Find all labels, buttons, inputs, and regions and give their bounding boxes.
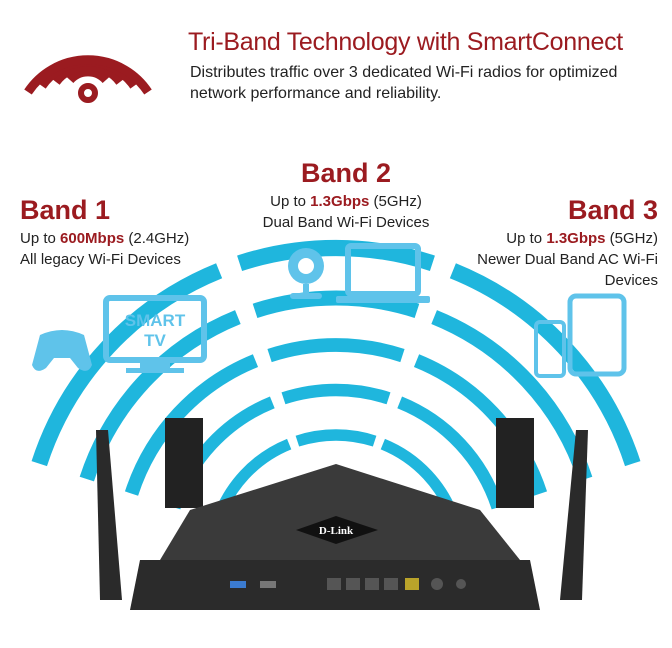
signal-arc	[449, 263, 641, 467]
band-devices: Dual Band Wi-Fi Devices	[262, 214, 430, 231]
signal-arc	[124, 354, 259, 496]
band-title: Band 2	[300, 158, 392, 188]
band-devices: Newer Dual Band AC Wi-Fi Devices	[477, 251, 658, 289]
page-title: Tri-Band Technology with SmartConnect	[188, 28, 623, 56]
svg-text:TV: TV	[144, 331, 166, 350]
band-1-info: Band 1 Up to 600Mbps (2.4GHz)All legacy …	[20, 195, 190, 268]
laptop-icon	[336, 243, 430, 303]
router-brand-logo: D-Link	[319, 525, 354, 537]
signal-arc	[295, 429, 377, 447]
page-description: Distributes traffic over 3 dedicated Wi-…	[190, 64, 618, 102]
webcam-icon	[288, 248, 324, 299]
band-speed: 600Mbps	[60, 230, 125, 247]
signal-arc	[397, 396, 504, 510]
band-2-info: Band 2 Up to 1.3Gbps (5GHz)Dual Band Wi-…	[236, 158, 456, 233]
band-speed: 1.3Gbps	[310, 193, 370, 210]
signal-arc	[281, 383, 391, 405]
phone-icon	[534, 320, 566, 378]
smart-tv-icon: SMART TV	[103, 295, 207, 373]
wifi-signal-icon	[24, 55, 152, 103]
gamepad-icon	[32, 330, 92, 371]
band-devices: All legacy Wi-Fi Devices	[20, 251, 181, 268]
router-image: D-Link	[96, 418, 588, 610]
tablet-icon	[567, 293, 627, 377]
smart-tv-label: SMART	[125, 311, 186, 330]
signal-arc	[267, 338, 405, 363]
band-speed: 1.3Gbps	[546, 230, 606, 247]
band-title: Band 1	[20, 195, 111, 225]
band-3-info: Band 3 Up to 1.3Gbps (5GHz)Newer Dual Ba…	[458, 195, 658, 291]
band-title: Band 3	[567, 195, 658, 225]
signal-arc	[237, 239, 435, 271]
